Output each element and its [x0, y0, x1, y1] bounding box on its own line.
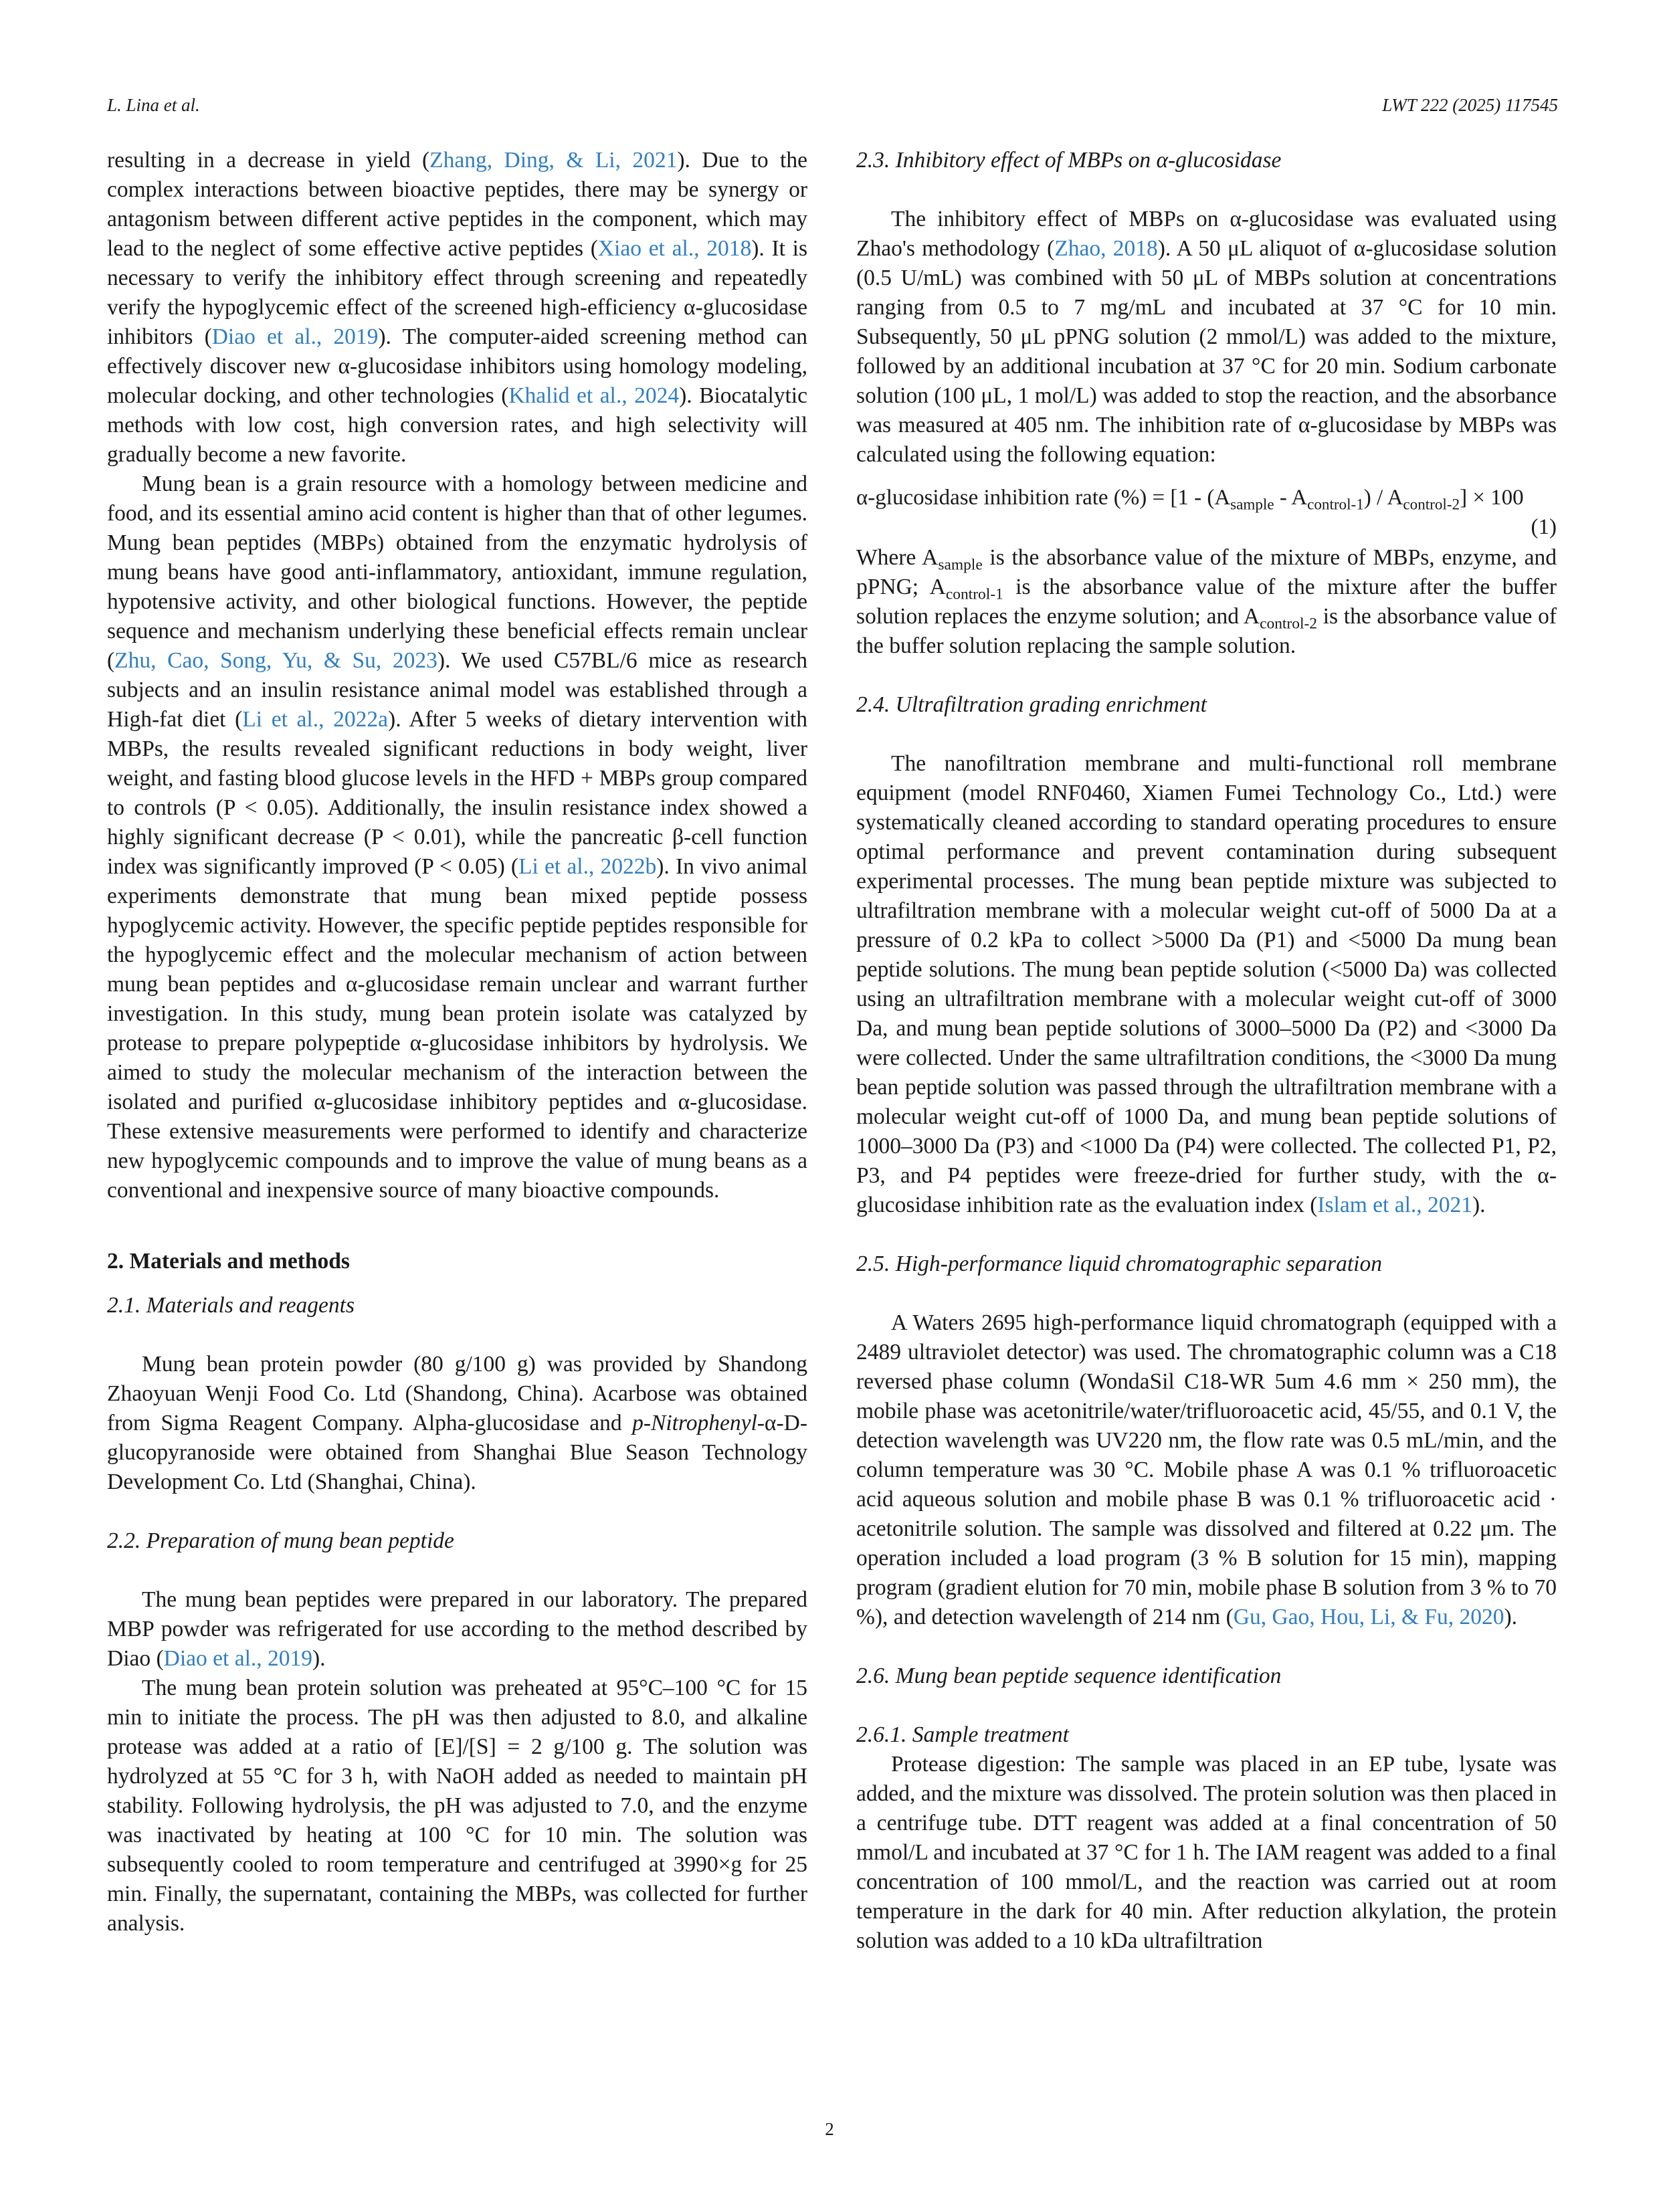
- citation-link[interactable]: Diao et al., 2019: [211, 324, 379, 349]
- text-run: is the absorbance value of the buffer so…: [856, 604, 1557, 658]
- subsection-heading-2-3: 2.3. Inhibitory effect of MBPs on α-gluc…: [856, 148, 1282, 173]
- paragraph-ultrafiltration: The nanofiltration membrane and multi-fu…: [856, 749, 1557, 1220]
- paragraph-hplc: A Waters 2695 high-performance liquid ch…: [856, 1308, 1557, 1632]
- right-column: 2.3. Inhibitory effect of MBPs on α-gluc…: [856, 146, 1557, 1956]
- text-run: is the absorbance value of the mixture o…: [856, 545, 1557, 599]
- text-run: ).: [312, 1646, 326, 1671]
- text-run: Mung bean is a grain resource with a hom…: [107, 472, 807, 673]
- citation-link[interactable]: Islam et al., 2021: [1317, 1193, 1473, 1217]
- subsection-heading-2-5: 2.5. High-performance liquid chromatogra…: [856, 1251, 1382, 1276]
- citation-link[interactable]: Khalid et al., 2024: [508, 383, 680, 408]
- text-run: The mung bean protein solution was prehe…: [107, 1676, 807, 1936]
- text-run: ). Due to the complex interactions betwe…: [107, 148, 807, 261]
- subscript-text: sample: [1230, 495, 1274, 513]
- running-head-authors: L. Lina et al.: [107, 95, 200, 115]
- paragraph-preparation-2: The mung bean protein solution was prehe…: [107, 1674, 807, 1938]
- text-run: ). After 5 weeks of dietary intervention…: [107, 707, 807, 879]
- page-number: 2: [825, 2119, 834, 2139]
- citation-link[interactable]: Li et al., 2022a: [242, 707, 389, 732]
- equation-1: α-glucosidase inhibition rate (%) = [1 -…: [856, 483, 1557, 543]
- equation-body: α-glucosidase inhibition rate (%) = [1 -…: [856, 483, 1524, 512]
- paragraph-sample-treatment: Protease digestion: The sample was place…: [856, 1750, 1557, 1956]
- text-run: ). A 50 μL aliquot of α-glucosidase solu…: [856, 236, 1557, 467]
- subscript-text: sample: [938, 556, 983, 574]
- running-head-journal: LWT 222 (2025) 117545: [1382, 95, 1558, 115]
- text-run: - A: [1274, 486, 1308, 510]
- text-run: ).: [1472, 1193, 1486, 1217]
- citation-link[interactable]: Diao et al., 2019: [163, 1646, 313, 1671]
- text-run: Mung bean protein powder (80 g/100 g) wa…: [107, 1352, 807, 1435]
- section-heading-materials-methods: 2. Materials and methods: [107, 1249, 350, 1274]
- text-run: ). The computer-aided screening method c…: [107, 324, 808, 408]
- text-run: ). We used C57BL/6 mice as research subj…: [107, 648, 807, 732]
- subsection-heading-2-6: 2.6. Mung bean peptide sequence identifi…: [856, 1664, 1282, 1688]
- citation-link[interactable]: Gu, Gao, Hou, Li, & Fu, 2020: [1233, 1605, 1504, 1629]
- subscript-text: control-2: [1403, 495, 1460, 513]
- citation-link[interactable]: Zhu, Cao, Song, Yu, & Su, 2023: [114, 648, 437, 673]
- text-run: ).: [1504, 1605, 1518, 1629]
- left-column: resulting in a decrease in yield (Zhang,…: [107, 146, 807, 1938]
- text-run: ) / A: [1363, 486, 1403, 510]
- italic-text: p-Nitrophenyl: [632, 1411, 757, 1435]
- text-run: resulting in a decrease in yield (: [107, 148, 430, 173]
- paragraph-preparation-1: The mung bean peptides were prepared in …: [107, 1585, 807, 1674]
- subsection-heading-2-1: 2.1. Materials and reagents: [107, 1293, 355, 1318]
- equation-number: (1): [1531, 515, 1557, 539]
- text-run: ). It is necessary to verify the inhibit…: [107, 236, 807, 349]
- subscript-text: control-1: [945, 585, 1003, 603]
- text-run: The mung bean peptides were prepared in …: [107, 1587, 807, 1671]
- text-run: ] × 100: [1460, 486, 1524, 510]
- paragraph-intro-continued: resulting in a decrease in yield (Zhang,…: [107, 146, 807, 470]
- paragraph-equation-explanation: Where Asample is the absorbance value of…: [856, 543, 1557, 661]
- citation-link[interactable]: Zhang, Ding, & Li, 2021: [429, 148, 678, 173]
- subsubsection-heading-2-6-1: 2.6.1. Sample treatment: [856, 1722, 1069, 1747]
- text-run: Protease digestion: The sample was place…: [856, 1752, 1557, 1953]
- citation-link[interactable]: Zhao, 2018: [1054, 236, 1158, 261]
- text-run: α-glucosidase inhibition rate (%) = [1 -…: [856, 486, 1231, 510]
- paragraph-materials: Mung bean protein powder (80 g/100 g) wa…: [107, 1350, 807, 1497]
- subsection-heading-2-2: 2.2. Preparation of mung bean peptide: [107, 1528, 454, 1553]
- text-run: A Waters 2695 high-performance liquid ch…: [856, 1310, 1557, 1629]
- subsection-heading-2-4: 2.4. Ultrafiltration grading enrichment: [856, 692, 1207, 717]
- text-run: The nanofiltration membrane and multi-fu…: [856, 751, 1557, 1217]
- text-run: ). Biocatalytic methods with low cost, h…: [107, 383, 807, 467]
- subscript-text: control-2: [1260, 615, 1317, 633]
- text-run: Where A: [856, 545, 939, 570]
- citation-link[interactable]: Li et al., 2022b: [518, 854, 657, 879]
- subscript-text: control-1: [1307, 495, 1364, 513]
- citation-link[interactable]: Xiao et al., 2018: [597, 236, 752, 261]
- text-run: -α-D-glucopyranoside were obtained from …: [107, 1411, 807, 1494]
- text-run: ). In vivo animal experiments demonstrat…: [107, 854, 808, 1203]
- paragraph-inhibitory-effect: The inhibitory effect of MBPs on α-gluco…: [856, 205, 1557, 470]
- text-run: is the absorbance value of the mixture a…: [856, 575, 1557, 629]
- text-run: The inhibitory effect of MBPs on α-gluco…: [856, 207, 1557, 261]
- paragraph-mung-bean: Mung bean is a grain resource with a hom…: [107, 470, 807, 1205]
